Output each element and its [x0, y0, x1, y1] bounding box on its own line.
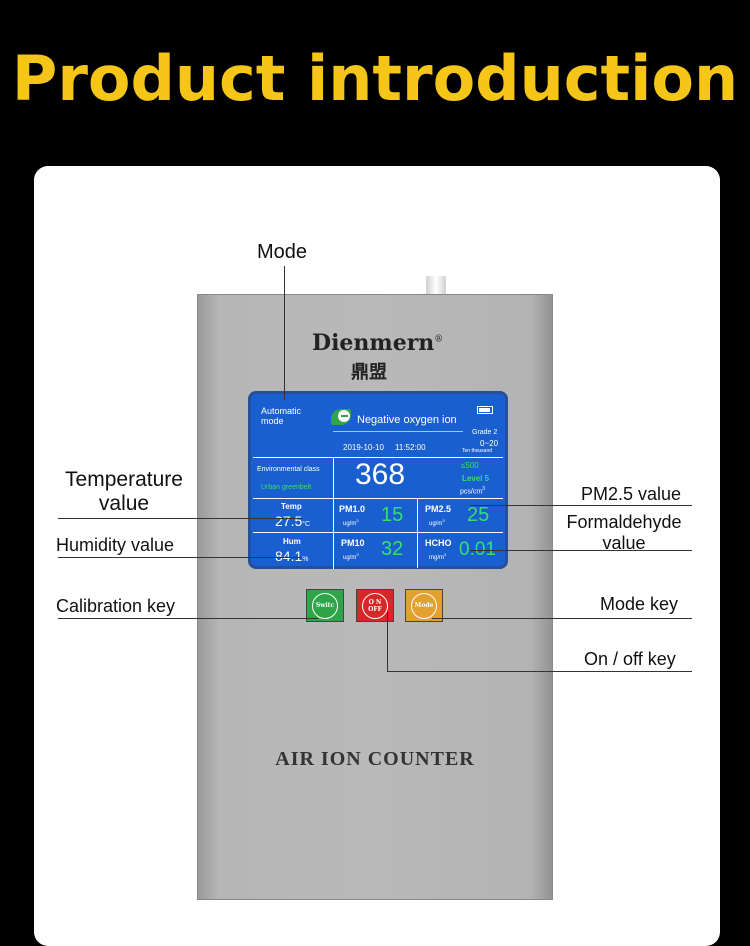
- pm25-value: 25: [467, 504, 490, 526]
- annotation-calibration: Calibration key: [56, 596, 176, 616]
- pm1-value: 15: [381, 504, 404, 526]
- mode-line2: mode: [261, 416, 284, 426]
- hum-label: Hum: [283, 537, 301, 546]
- pm10-label: PM10: [341, 538, 365, 548]
- hcho-value: 0.01: [459, 539, 496, 560]
- annotation-temperature: Temperature value: [65, 468, 183, 515]
- brand-logo-cn: 鼎盟: [351, 362, 387, 382]
- pm10-unit: ug/m3: [343, 552, 359, 561]
- hcho-label: HCHO: [425, 538, 452, 548]
- temp-reading: 27.5°C: [275, 513, 311, 529]
- ion-limit: ≤500: [461, 461, 479, 470]
- device-top-connector: [426, 276, 446, 296]
- minus-icon: [338, 410, 350, 422]
- range-unit: Ten thousand: [462, 448, 493, 454]
- mode-line1: Automatic: [261, 406, 302, 416]
- hcho-unit: mg/m3: [429, 552, 447, 561]
- date: 2019-10-10: [343, 443, 384, 452]
- ion-value: 368: [355, 458, 406, 491]
- annotation-humidity: Humidity value: [56, 535, 175, 555]
- grade: Grade 2: [472, 429, 498, 436]
- time: 11:52:00: [395, 443, 426, 452]
- mode-button-label: Mode: [411, 592, 437, 619]
- annotation-mode: Mode: [257, 241, 308, 263]
- mode-button[interactable]: Mode: [405, 589, 443, 622]
- pm1-unit: ug/m3: [343, 518, 359, 527]
- page-title: Product introduction: [11, 42, 739, 115]
- pm10-value: 32: [381, 538, 404, 560]
- ion-title: Negative oxygen ion: [357, 414, 457, 426]
- ion-level: Level 5: [462, 474, 490, 483]
- temp-label: Temp: [281, 502, 302, 511]
- env-type: Urban greenbelt: [261, 484, 312, 491]
- pm1-label: PM1.0: [339, 504, 366, 514]
- hum-reading: 84.1%: [275, 548, 309, 564]
- switch-button[interactable]: Switc: [306, 589, 344, 622]
- battery-icon: [477, 406, 493, 414]
- range: 0~20: [480, 439, 499, 448]
- device-screen: Automatic mode Negative oxygen ion Grade…: [248, 391, 508, 569]
- pm25-label: PM2.5: [425, 504, 452, 514]
- annotation-onoff-key: On / off key: [584, 649, 676, 669]
- env-class-label: Environmental class: [257, 466, 320, 473]
- ion-unit: pcs/cm3: [460, 486, 485, 496]
- annotation-mode-key: Mode key: [600, 594, 679, 614]
- annotation-formaldehyde: Formaldehyde value: [566, 512, 682, 553]
- switch-button-label: Switc: [312, 592, 338, 619]
- brand-logo: Dienmern®: [312, 330, 444, 356]
- annotation-pm25: PM2.5 value: [581, 484, 682, 504]
- pm25-unit: ug/m3: [429, 518, 445, 527]
- device-label: AIR ION COUNTER: [275, 748, 475, 770]
